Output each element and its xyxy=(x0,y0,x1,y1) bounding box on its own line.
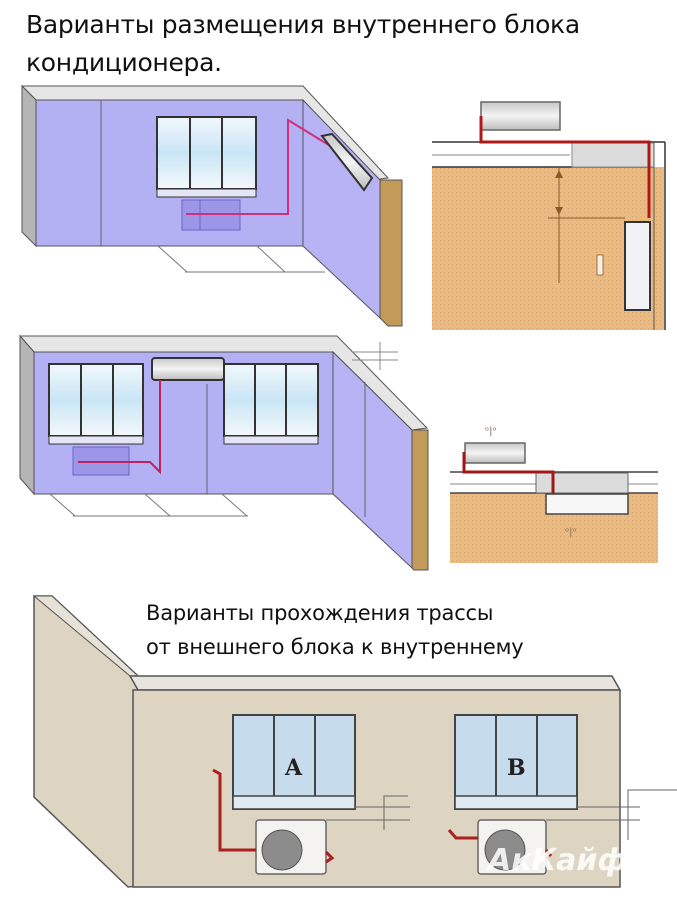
window-a-label: A xyxy=(284,755,303,781)
section-title-line-2: от внешнего блока к внутреннему xyxy=(146,635,524,659)
diagram-plan-between-windows: ᵒ|ᵒ ᵒ|ᵒ xyxy=(450,426,658,563)
page-title: Варианты размещения внутреннего блока ко… xyxy=(26,6,580,82)
svg-text:ᵒ|ᵒ: ᵒ|ᵒ xyxy=(485,426,497,437)
watermark: АкКайф xyxy=(486,843,627,878)
diagram-facade-routes: A B АкКайф xyxy=(32,595,677,888)
section-title-line-1: Варианты прохождения трассы xyxy=(146,601,494,625)
section-title: Варианты прохождения трассы от внешнего … xyxy=(146,596,524,664)
title-line-2: кондиционера. xyxy=(26,48,222,77)
svg-text:ᵒ|ᵒ: ᵒ|ᵒ xyxy=(565,527,577,538)
window-b-label: B xyxy=(507,755,526,781)
diagram-room-between-windows xyxy=(18,334,429,571)
title-line-1: Варианты размещения внутреннего блока xyxy=(26,10,580,39)
diagram-room-corner-unit xyxy=(20,84,403,327)
diagram-plan-corner-unit xyxy=(432,101,666,330)
